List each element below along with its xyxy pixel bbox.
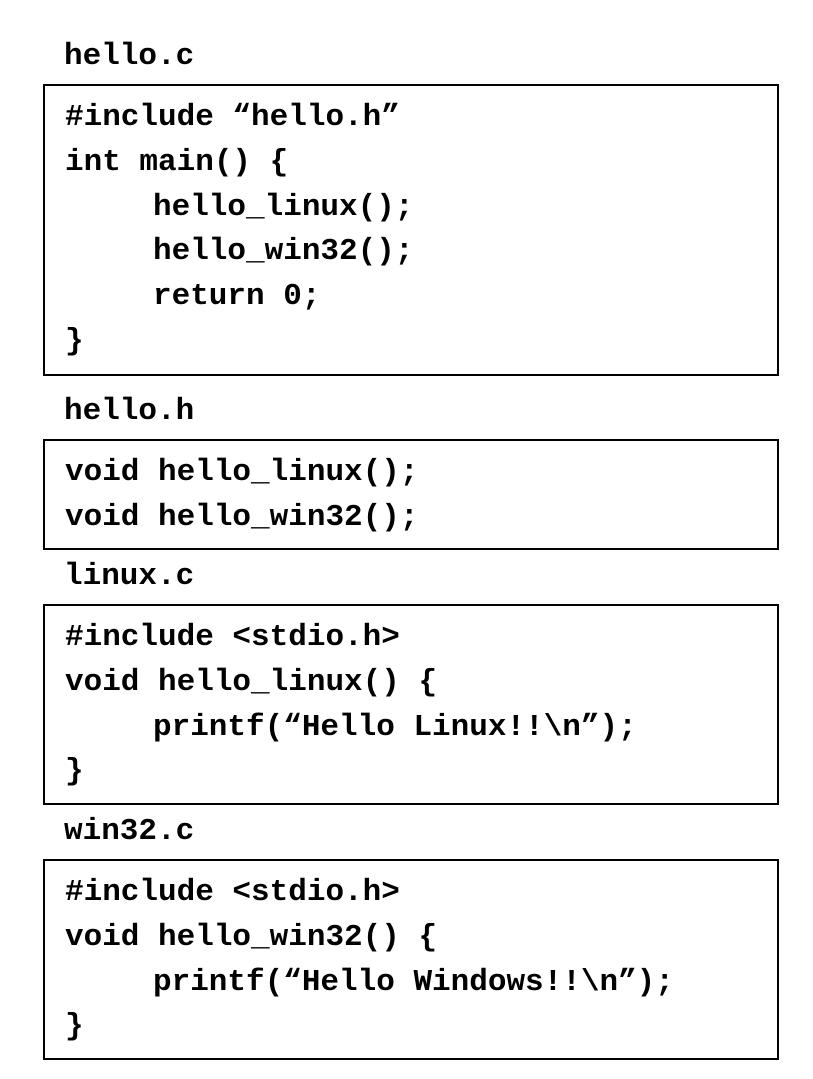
code-block-win32-c: #include <stdio.h> void hello_win32() { … bbox=[43, 859, 779, 1060]
code-line: hello_win32(); bbox=[153, 234, 414, 269]
code-line: int main() { bbox=[65, 145, 289, 180]
code-line: printf(“Hello Windows!!\n”); bbox=[153, 965, 674, 1000]
code-line: void hello_win32() { bbox=[65, 920, 438, 955]
code-line: hello_linux(); bbox=[153, 190, 414, 225]
file-name-linux-c: linux.c bbox=[64, 559, 195, 594]
code-line: } bbox=[65, 1009, 84, 1044]
code-block-linux-c: #include <stdio.h> void hello_linux() { … bbox=[43, 604, 779, 805]
code-line: #include “hello.h” bbox=[65, 100, 400, 135]
code-line: #include <stdio.h> bbox=[65, 875, 400, 910]
file-name-hello-c: hello.c bbox=[64, 39, 195, 74]
code-line: } bbox=[65, 324, 84, 359]
code-line: return 0; bbox=[153, 279, 321, 314]
code-line: #include <stdio.h> bbox=[65, 620, 400, 655]
code-block-hello-c: #include “hello.h” int main() { hello_li… bbox=[43, 84, 779, 376]
file-name-win32-c: win32.c bbox=[64, 814, 195, 849]
file-name-hello-h: hello.h bbox=[64, 394, 195, 429]
code-line: void hello_linux() { bbox=[65, 665, 438, 700]
code-line: printf(“Hello Linux!!\n”); bbox=[153, 710, 637, 745]
code-line: void hello_win32(); bbox=[65, 500, 419, 535]
code-block-hello-h: void hello_linux(); void hello_win32(); bbox=[43, 439, 779, 550]
code-line: void hello_linux(); bbox=[65, 455, 419, 490]
code-line: } bbox=[65, 754, 84, 789]
